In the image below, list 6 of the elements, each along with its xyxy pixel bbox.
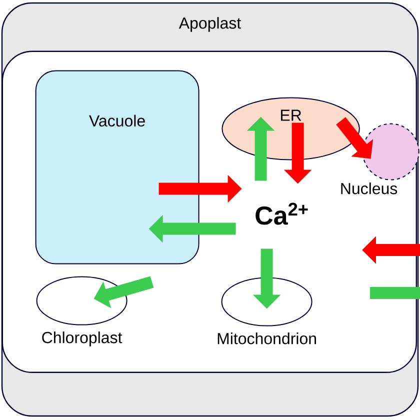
vacuole-box: Vacuole: [35, 70, 200, 264]
block-arrow: [336, 117, 374, 159]
node-label: Chloroplast: [42, 332, 122, 346]
node-label: Nucleus: [341, 182, 398, 194]
node-label: Mitochondrion: [218, 332, 316, 344]
ion-label: Ca$^{2+}$: [256, 202, 308, 225]
